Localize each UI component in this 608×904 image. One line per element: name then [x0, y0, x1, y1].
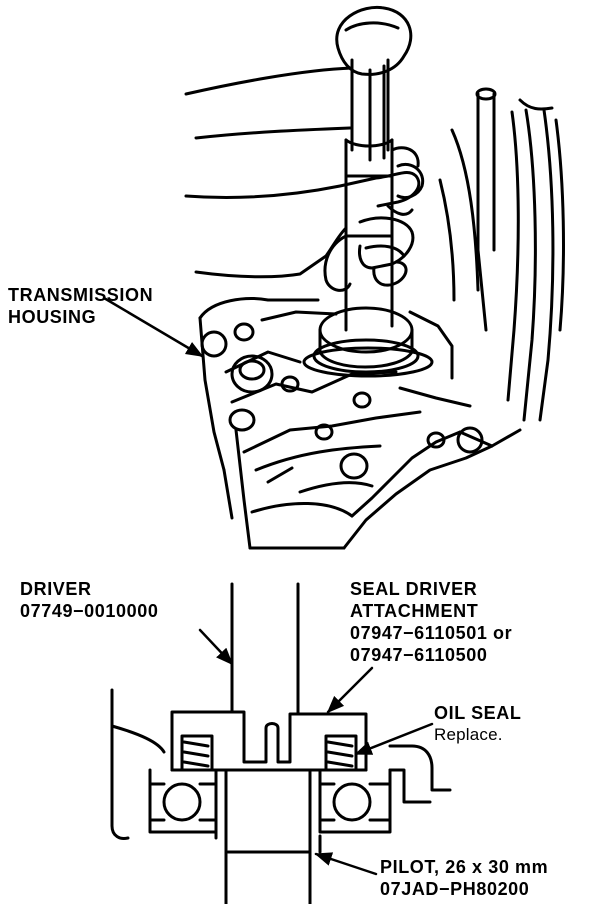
- oil-seal-section: [180, 734, 358, 772]
- bearing-right: [318, 768, 392, 834]
- housing-section: [110, 688, 452, 904]
- housing-bolts: [200, 322, 484, 480]
- label-sda-line-1: SEAL DRIVER: [350, 579, 478, 599]
- label-driver: DRIVER 07749−0010000: [20, 578, 158, 622]
- label-pilot: PILOT, 26 x 30 mm 07JAD−PH80200: [380, 856, 548, 900]
- label-pilot-part-number: 07JAD−PH80200: [380, 879, 530, 899]
- driver-attachment-top: [302, 306, 434, 378]
- arrow-driver: [198, 628, 234, 666]
- arrow-pilot: [314, 852, 378, 876]
- hammer: [335, 5, 413, 162]
- label-sda-part-number-1: 07947−6110501 or: [350, 623, 513, 643]
- label-sda-line-2: ATTACHMENT: [350, 601, 479, 621]
- transmission-housing: [198, 297, 522, 550]
- label-oil-seal: OIL SEAL Replace.: [434, 702, 521, 746]
- arrow-attachment: [326, 666, 374, 714]
- label-pilot-size: PILOT, 26 x 30 mm: [380, 857, 549, 877]
- label-sda-part-number-2: 07947−6110500: [350, 645, 488, 665]
- housing-ribs: [438, 87, 565, 422]
- label-seal-driver-attachment: SEAL DRIVER ATTACHMENT 07947−6110501 or …: [350, 578, 512, 666]
- driver-shaft-section: [230, 582, 300, 716]
- bearing-left: [148, 768, 218, 834]
- label-oil-seal-title: OIL SEAL: [434, 703, 522, 723]
- label-housing-line-2: HOUSING: [8, 307, 97, 327]
- hands: [184, 66, 425, 292]
- label-driver-part-number: 07749−0010000: [20, 601, 159, 621]
- label-housing-line-1: TRANSMISSION: [8, 285, 154, 305]
- label-oil-seal-note: Replace.: [434, 725, 503, 744]
- arrow-oil-seal: [354, 722, 434, 756]
- label-transmission-housing: TRANSMISSION HOUSING: [8, 284, 153, 328]
- label-driver-title: DRIVER: [20, 579, 92, 599]
- seal-driver-attachment-section: [170, 710, 368, 772]
- arrow-housing: [102, 296, 204, 358]
- leader-arrows: [102, 296, 434, 876]
